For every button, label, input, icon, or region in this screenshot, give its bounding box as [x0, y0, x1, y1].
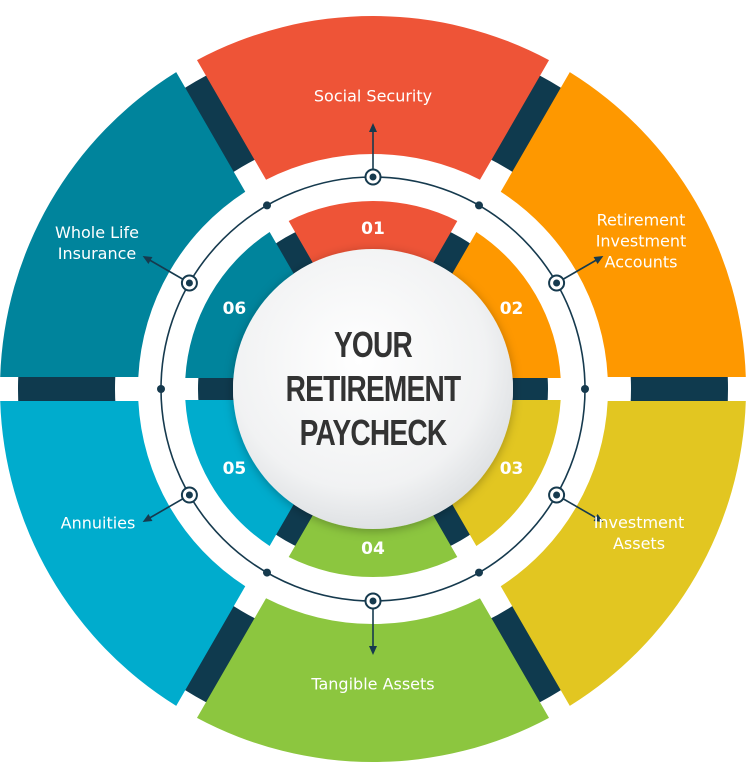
outer-segment-02 [500, 72, 746, 377]
outer-segment-06 [0, 72, 246, 377]
segment-number-05: 05 [222, 459, 247, 479]
center-title-line-2: RETIREMENT [285, 368, 461, 409]
segment-label-line: Social Security [313, 86, 433, 106]
center-title-line-3: PAYCHECK [299, 412, 447, 453]
segment-label-line: Retirement [596, 210, 686, 230]
arrowhead-icon [369, 123, 377, 132]
marker-dot-icon [185, 279, 193, 287]
outer-segment-01 [196, 16, 550, 180]
boundary-dot [157, 385, 165, 393]
segment-label-line: Tangible Assets [311, 674, 435, 694]
gap-bar-outer [174, 69, 260, 176]
segment-label-line: Investment [595, 231, 687, 251]
boundary-dot [581, 385, 589, 393]
center-title: YOUR RETIREMENT PAYCHECK [261, 323, 485, 455]
gap-bar-inner [197, 370, 234, 408]
arrowhead-icon [142, 256, 153, 264]
center-title-line-1: YOUR [333, 324, 413, 365]
outer-segment-04 [196, 598, 550, 763]
inner-segment-03 [442, 400, 561, 547]
marker-dot-icon [553, 491, 561, 499]
inner-segment-05 [185, 400, 304, 547]
marker-dot-icon [553, 279, 561, 287]
marker-dot-icon [369, 173, 377, 181]
boundary-dot [263, 201, 271, 210]
arrowhead-icon [142, 514, 153, 522]
segment-label-line: Investment [593, 513, 685, 532]
gap-bar-outer [486, 602, 572, 709]
arrowhead-icon [593, 514, 604, 522]
segment-number-03: 03 [499, 459, 524, 479]
inner-segment-02 [442, 231, 561, 378]
arrowhead-icon [593, 256, 604, 264]
boundary-dot [263, 568, 271, 577]
segment-number-02: 02 [499, 299, 524, 319]
outer-segment-05 [0, 401, 246, 706]
segment-label-line: Whole Life [55, 223, 139, 242]
marker-dot-icon [369, 597, 377, 605]
segment-label-05: Annuities [61, 513, 136, 534]
outer-segment-03 [500, 401, 746, 706]
segment-label-line: Annuities [60, 513, 136, 533]
gap-bar-outer [486, 69, 572, 176]
segment-label-line: Insurance [57, 244, 137, 263]
segment-label-04: Tangible Assets [311, 674, 434, 695]
inner-segment-06 [185, 231, 304, 378]
outer-ring [0, 16, 746, 763]
gap-bar-outer [174, 602, 260, 709]
segment-number-06: 06 [222, 299, 247, 319]
segment-label-line: Assets [612, 534, 666, 553]
center-disk [233, 249, 513, 529]
connector-markers [142, 123, 604, 655]
segment-number-04: 04 [361, 539, 385, 559]
marker-dot-icon [185, 491, 193, 499]
boundary-dot [475, 201, 483, 210]
segment-number-01: 01 [361, 219, 385, 239]
segment-label-01: Social Security [314, 86, 432, 107]
arrowhead-icon [369, 646, 377, 655]
gap-bar-inner [512, 370, 548, 408]
boundary-dot [475, 568, 483, 577]
segment-label-line: Accounts [604, 252, 678, 272]
